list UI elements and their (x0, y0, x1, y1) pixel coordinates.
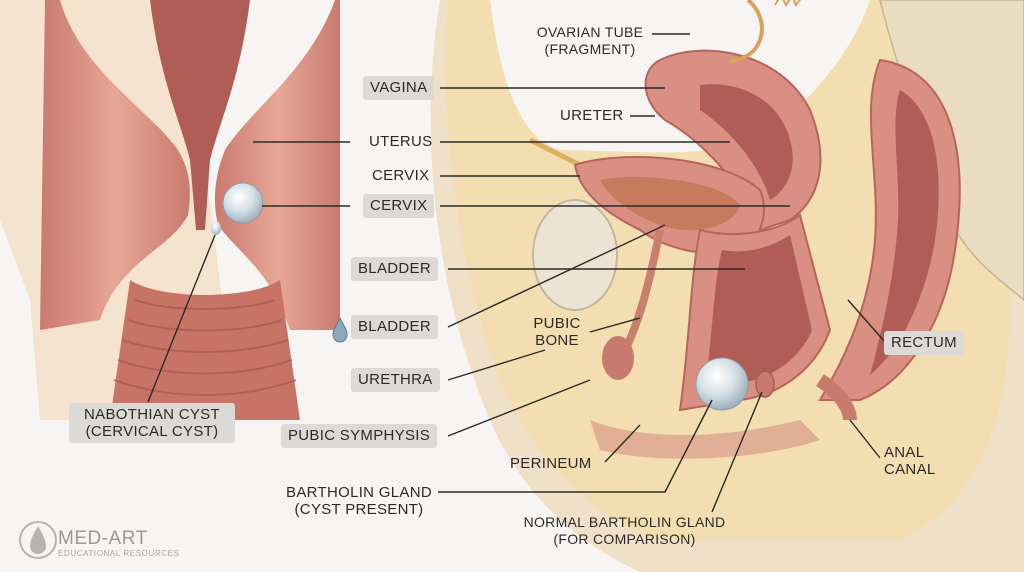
vaginal-lumen (705, 235, 812, 388)
cervical-canal (150, 0, 250, 230)
right-pelvis-panel (430, 0, 1024, 572)
bladder-lumen (600, 177, 740, 231)
uterine-cavity (700, 84, 793, 200)
label-bartholin-cyst-line2: (CYST PRESENT) (294, 501, 424, 518)
label-normal-bartholin: NORMAL BARTHOLIN GLAND (FOR COMPARISON) (512, 514, 737, 548)
line-bartholin-cyst (438, 399, 713, 493)
label-ureter: URETER (560, 107, 624, 124)
label-pubic-bone-line1: PUBIC (533, 315, 581, 332)
label-anal-canal-line1: ANAL (884, 444, 925, 461)
water-drop-icon (332, 316, 348, 343)
label-ovarian-tube-line2: (FRAGMENT) (544, 41, 636, 57)
label-pubic-bone: PUBIC BONE (527, 315, 587, 349)
label-pubic-symphysis: PUBIC SYMPHYSIS (281, 424, 438, 448)
urethra (621, 229, 664, 352)
ovarian-tube (729, 0, 764, 64)
leader-lines (147, 33, 886, 513)
label-ovarian-tube: OVARIAN TUBE (FRAGMENT) (525, 24, 655, 58)
nabothian-cyst-small (211, 221, 221, 235)
pubic-bone (532, 199, 618, 311)
left-cervix-panel (0, 0, 340, 420)
label-anal-canal: ANAL CANAL (884, 444, 936, 478)
label-pubic-bone-line2: BONE (535, 332, 579, 349)
line-rectum (847, 299, 886, 343)
label-rectum: RECTUM (884, 331, 964, 355)
line-urethra (447, 349, 546, 381)
label-nabothian-line2: (CERVICAL CYST) (85, 423, 219, 440)
logo-tagline: EDUCATIONAL RESOURCES (58, 549, 180, 558)
right-uterine-wall (214, 0, 340, 330)
label-vagina: VAGINA (363, 76, 435, 100)
label-anal-canal-line2: CANAL (884, 461, 936, 478)
vaginal-opening (110, 280, 300, 420)
logo-icon (19, 521, 57, 559)
label-cervix-2: CERVIX (363, 194, 435, 218)
line-pubic-symphysis (447, 379, 591, 437)
anal-canal (815, 374, 857, 421)
line-normal-bartholin (711, 391, 763, 513)
line-pubic-bone (589, 317, 641, 333)
label-nabothian-cyst: NABOTHIAN CYST (CERVICAL CYST) (69, 403, 235, 443)
label-nabothian-line1: NABOTHIAN CYST (84, 406, 220, 423)
label-normal-bartholin-line1: NORMAL BARTHOLIN GLAND (523, 514, 726, 530)
bartholin-cyst (695, 357, 749, 411)
label-normal-bartholin-line2: (FOR COMPARISON) (553, 531, 696, 547)
perineum-skin (590, 420, 820, 459)
label-bladder-1: BLADDER (351, 257, 438, 281)
rectal-lumen (870, 90, 939, 375)
label-perineum: PERINEUM (510, 455, 592, 472)
line-bladder-2 (447, 224, 666, 328)
line-nabothian (147, 234, 216, 403)
line-perineum (604, 424, 641, 463)
label-bladder-2: BLADDER (351, 315, 438, 339)
vaginal-rugae (113, 299, 297, 396)
label-urethra: URETHRA (351, 368, 440, 392)
label-cervix-1: CERVIX (372, 167, 430, 184)
label-bartholin-cyst: BARTHOLIN GLAND (CYST PRESENT) (278, 484, 440, 518)
left-uterine-wall (40, 0, 190, 330)
labial-tissue (602, 336, 634, 380)
tube-fimbriae (774, 0, 801, 7)
label-uterus: UTERUS (369, 133, 433, 150)
nabothian-cyst-large (222, 182, 264, 224)
logo-name: MED-ART (58, 528, 148, 549)
label-ovarian-tube-line1: OVARIAN TUBE (536, 24, 644, 40)
label-bartholin-cyst-line1: BARTHOLIN GLAND (286, 484, 432, 501)
line-anal-canal (849, 419, 881, 459)
normal-bartholin-gland (755, 370, 775, 398)
